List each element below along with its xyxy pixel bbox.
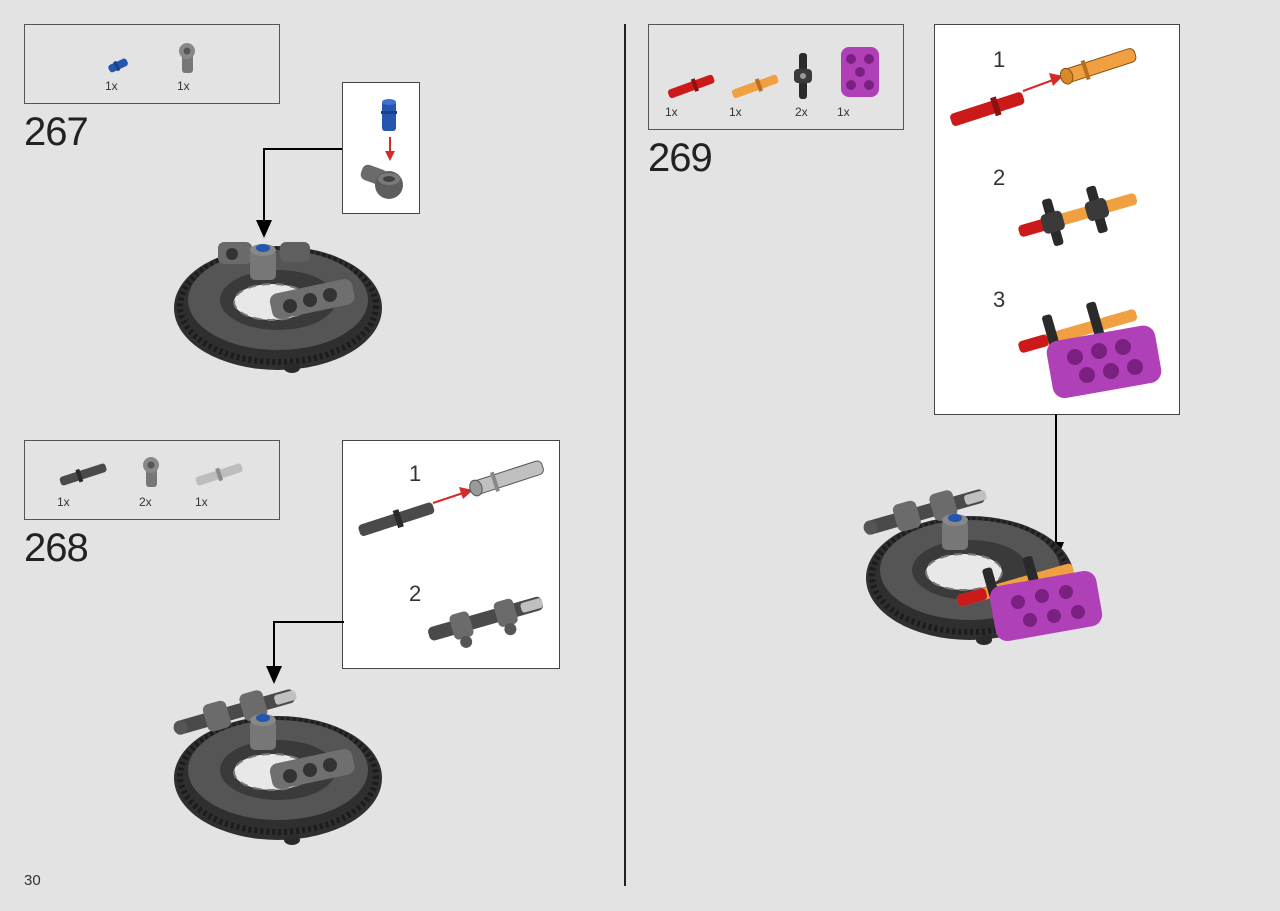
- step-number: 267: [24, 110, 89, 154]
- subassembly-269-step3-icon: [1018, 301, 1162, 399]
- grey-connector-part-icon: [360, 164, 403, 199]
- step-number: 268: [24, 526, 89, 570]
- grey-connector-part-icon: [179, 43, 195, 73]
- orange-axle-pin-part-icon: [731, 74, 779, 99]
- page-divider: [624, 24, 626, 886]
- blue-pin-part-icon: [108, 58, 128, 73]
- assembly-arrow-267: [256, 148, 342, 238]
- part-qty: 2x: [795, 105, 808, 119]
- step-number: 269: [648, 136, 713, 180]
- callout-267: [342, 82, 420, 214]
- page-number: 30: [24, 872, 41, 889]
- part-qty: 1x: [57, 495, 70, 509]
- red-arrow-icon: [385, 137, 395, 161]
- substep-number: 2: [993, 165, 1006, 190]
- part-qty: 1x: [177, 79, 190, 93]
- turntable-assembly-268: [173, 689, 382, 845]
- grey-connector-part-icon: [143, 457, 159, 487]
- substep-number: 2: [409, 581, 422, 606]
- magenta-beam-plate-part-icon: [841, 47, 879, 97]
- part-qty: 1x: [729, 105, 742, 119]
- callout-269: 1 2 3: [934, 24, 1180, 415]
- turntable-assembly-269: [863, 489, 1103, 645]
- subassembly-269-step2-icon: [1018, 185, 1138, 246]
- part-qty: 1x: [105, 79, 118, 93]
- callout-268: 1 2: [342, 440, 560, 669]
- red-arrow-icon: [1022, 73, 1063, 92]
- parts-list-268: 1x 2x 1x: [24, 440, 280, 520]
- blue-pin-part-icon: [381, 99, 397, 131]
- parts-list-269: 1x 1x 2x 1x: [648, 24, 904, 130]
- dark-axle-pin-part-icon: [358, 502, 435, 536]
- red-arrow-icon: [432, 487, 473, 504]
- parts-list-267: 1x 1x: [24, 24, 280, 104]
- substep-number: 1: [409, 461, 422, 486]
- orange-axle-pin-part-icon: [1059, 48, 1137, 85]
- red-axle-pin-part-icon: [667, 74, 715, 99]
- part-qty: 1x: [665, 105, 678, 119]
- turntable-assembly-267: [174, 242, 382, 373]
- part-qty: 2x: [139, 495, 152, 509]
- subassembly-268-icon: [428, 596, 543, 648]
- part-qty: 1x: [837, 105, 850, 119]
- substep-number: 1: [993, 47, 1006, 72]
- part-qty: 1x: [195, 495, 208, 509]
- substep-number: 3: [993, 287, 1006, 312]
- assembly-arrow-268: [266, 621, 344, 684]
- dark-axle-pin-part-icon: [59, 463, 107, 486]
- light-axle-pin-part-icon: [195, 463, 243, 486]
- black-cross-connector-part-icon: [794, 53, 812, 99]
- red-axle-pin-part-icon: [950, 92, 1025, 126]
- light-axle-pin-part-icon: [469, 460, 544, 497]
